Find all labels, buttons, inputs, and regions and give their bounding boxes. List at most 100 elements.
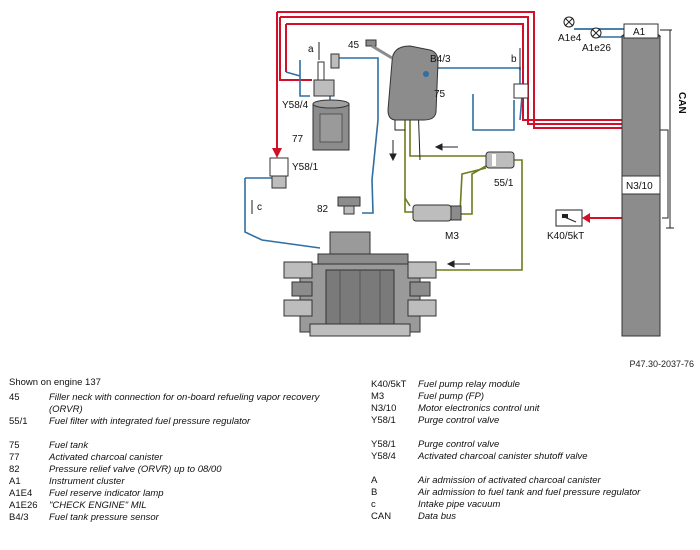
legend-row: N3/10 Motor electronics control unit [371, 403, 696, 415]
fuel-lines [339, 120, 523, 271]
label-m3: M3 [445, 231, 459, 242]
legend-row: 75 Fuel tank [9, 440, 349, 452]
label-a: a [308, 44, 314, 55]
fuel-system-diagram: N3/10 A1 CAN A1e4 A1e26 75 B4/3 45 7 [244, 11, 687, 337]
flow-arrows [389, 140, 470, 268]
legend-desc: Filler neck with connection for on-board… [49, 392, 320, 415]
legend-row: CAN Data bus [371, 511, 696, 523]
label-can: CAN [676, 92, 687, 114]
legend-row: B4/3 Fuel tank pressure sensor [9, 512, 349, 524]
legend-row: A1E26 "CHECK ENGINE" MIL [9, 500, 349, 512]
label-551: 55/1 [494, 178, 514, 189]
legend-desc [418, 463, 421, 475]
legend-code [371, 427, 418, 439]
legend-row: A Air admission of activated charcoal can… [371, 475, 696, 487]
red-wires [276, 11, 624, 219]
red-arrow-to-y581 [272, 148, 282, 158]
legend-code: A [371, 475, 378, 486]
legend-desc: Motor electronics control unit [418, 403, 540, 414]
label-y584: Y58/4 [282, 100, 309, 111]
legend-code: 82 [9, 464, 20, 475]
legend-desc: Fuel reserve indicator lamp [49, 488, 164, 499]
legend-code: M3 [371, 391, 385, 402]
legend-desc: Instrument cluster [49, 476, 125, 487]
label-75: 75 [434, 89, 446, 100]
legend-row: Y58/1 Purge control valve [371, 439, 696, 451]
legend-desc: Fuel filter with integrated fuel pressur… [49, 416, 251, 427]
legend-row: Y58/1 Purge control valve [371, 415, 696, 427]
engine-137 [283, 231, 437, 337]
legend-code: 55/1 [9, 416, 28, 427]
label-n310: N3/10 [626, 181, 653, 192]
legend-code: A1E26 [9, 500, 38, 511]
purge-valve-y581 [269, 157, 289, 189]
legend-code [371, 463, 418, 475]
legend-desc: Fuel tank pressure sensor [49, 512, 159, 523]
legend-code: Y58/1 [371, 415, 396, 426]
legend-code: K40/5kT [371, 379, 407, 390]
can-bus: CAN [660, 29, 687, 229]
legend-row: A1E4 Fuel reserve indicator lamp [9, 488, 349, 500]
fuel-filter-551 [485, 151, 515, 169]
legend-desc: Purge control valve [418, 439, 500, 450]
shutoff-valve-y584 [313, 53, 340, 97]
legend-row [9, 428, 349, 440]
legend-code [9, 428, 49, 440]
label-b: b [511, 54, 517, 65]
control-unit-n310: N3/10 A1 [620, 23, 662, 337]
legend-code: B [371, 487, 378, 498]
label-a1: A1 [633, 27, 646, 38]
figure-reference: P47.30-2037-76 [629, 359, 694, 369]
lamp-a1e4-icon [563, 16, 575, 28]
legend-title: Shown on engine 137 [9, 377, 101, 388]
legend-desc: Intake pipe vacuum [418, 499, 501, 510]
legend-desc: Fuel pump (FP) [418, 391, 484, 402]
legend-code: 77 [9, 452, 20, 463]
legend-desc: Activated charcoal canister shutoff valv… [418, 451, 588, 462]
legend-code: Y58/4 [371, 451, 396, 462]
label-82: 82 [317, 204, 329, 215]
legend-desc: Data bus [418, 511, 457, 522]
filler-neck-45 [365, 39, 393, 60]
label-b43: B4/3 [430, 54, 451, 65]
legend-code: CAN [371, 511, 392, 522]
legend-desc: Pressure relief valve (ORVR) up to 08/00 [49, 464, 222, 475]
lamp-a1e26-icon [590, 27, 602, 39]
charcoal-canister-77 [312, 99, 350, 151]
label-a1e26: A1e26 [582, 43, 611, 54]
label-k40: K40/5kT [547, 231, 584, 242]
legend-desc [418, 427, 421, 439]
label-77: 77 [292, 134, 304, 145]
legend-desc: Fuel tank [49, 440, 89, 451]
legend-desc: Air admission to fuel tank and fuel pres… [418, 487, 641, 498]
legend-desc: Air admission of activated charcoal cani… [418, 475, 601, 486]
legend-row: 55/1 Fuel filter with integrated fuel pre… [9, 416, 349, 428]
legend-desc: Purge control valve [418, 415, 500, 426]
legend-code: A1 [9, 476, 21, 487]
legend-row: B Air admission to fuel tank and fuel pre… [371, 487, 696, 499]
legend-row [371, 427, 696, 439]
legend-code: 45 [9, 392, 20, 403]
legend-desc: "CHECK ENGINE" MIL [49, 500, 147, 511]
legend-left: 45 Filler neck with connection for on-boa… [9, 392, 349, 524]
label-y581: Y58/1 [292, 162, 319, 173]
legend-code: 75 [9, 440, 20, 451]
legend-row: A1 Instrument cluster [9, 476, 349, 488]
legend-row [371, 463, 696, 475]
legend-row: M3 Fuel pump (FP) [371, 391, 696, 403]
legend-code: A1E4 [9, 488, 33, 499]
red-arrow-to-k40 [582, 213, 590, 223]
legend-row: 82 Pressure relief valve (ORVR) up to 08/… [9, 464, 349, 476]
legend-desc [49, 428, 339, 440]
legend-code: B4/3 [9, 512, 29, 523]
label-45: 45 [348, 40, 360, 51]
legend-row: 45 Filler neck with connection for on-boa… [9, 392, 349, 416]
legend-row: Y58/4 Activated charcoal canister shutoff… [371, 451, 696, 463]
legend-code: N3/10 [371, 403, 397, 414]
label-a1e4: A1e4 [558, 33, 582, 44]
legend-code: Y58/1 [371, 439, 396, 450]
relay-k40 [555, 209, 583, 227]
